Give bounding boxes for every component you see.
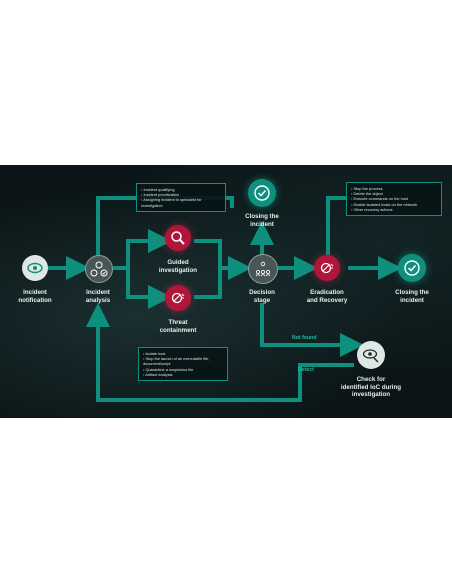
diagram-canvas: Incident notification Incident analysis … [0,165,452,418]
shield-stop-icon [171,292,185,304]
note-item: Incident qualifying [141,187,221,192]
threat-containment-node [165,285,191,311]
containment-note: Isolate host Stop the launch of an execu… [138,347,228,382]
flow-arrows [48,196,402,402]
checkmark-icon [254,185,270,201]
checkmark-icon [404,260,420,276]
note-item: Delete the object [351,191,437,196]
closing-top-label: Closing the incident [245,213,279,228]
incident-notification-label: Incident notification [18,289,52,304]
threat-containment-label: Threat containment [159,319,197,334]
note-item: Isolate host [143,351,223,356]
incident-analysis-node [85,255,113,283]
note-item: Quarantine a suspicious file [143,367,223,372]
incident-analysis-label: Incident analysis [85,289,111,304]
arrow-check-analysis [86,303,354,402]
note-item: Assigning incident to specialist for inv… [141,197,221,207]
closing-right-label: Closing the incident [395,289,429,304]
note-item: Artifact analysis [143,372,223,377]
decision-stage-label: Decision stage [249,289,275,304]
arrow-analysis-guided [113,229,172,270]
guided-investigation-node [165,225,191,251]
shield-stop-icon [320,262,334,274]
note-item: Other recovery actions [351,207,437,212]
guided-investigation-label: Guided investigation [158,259,198,274]
eradication-label: Eradication and Recovery [306,289,348,304]
arrow-guided-decision [194,239,252,280]
closing-right-node [398,254,426,282]
check-ioc-label: Check for identified IoC during investig… [340,376,402,399]
decision-stage-node [248,254,278,284]
arrow-analysis-containment [126,266,172,309]
note-item: Stop the process [351,186,437,191]
note-item: Stop the launch of an executable file, d… [143,356,223,366]
analysis-note: Incident qualifying Incident prioritizat… [136,183,226,212]
closing-top-node [248,179,276,207]
eye-search-icon [362,349,379,363]
arrow-decision-check [260,303,364,357]
arrow-eradication-loop [326,196,350,255]
note-item: Incident prioritization [141,192,221,197]
note-item: Enable isolated hosts on the network [351,202,437,207]
check-ioc-node [357,341,385,369]
incident-notification-node [22,255,48,281]
arrow-containment-decision [194,266,222,299]
magnifier-icon [171,231,185,245]
question-smile-check-icon [90,261,108,277]
eradication-node [314,255,340,281]
eradication-note: Stop the process Delete the object Execu… [346,182,442,217]
not-found-label: Not found [292,335,317,341]
people-group-icon [255,261,271,277]
eye-icon [27,262,43,274]
detect-label: Detect [298,367,314,373]
note-item: Execute commands on the host [351,196,437,201]
